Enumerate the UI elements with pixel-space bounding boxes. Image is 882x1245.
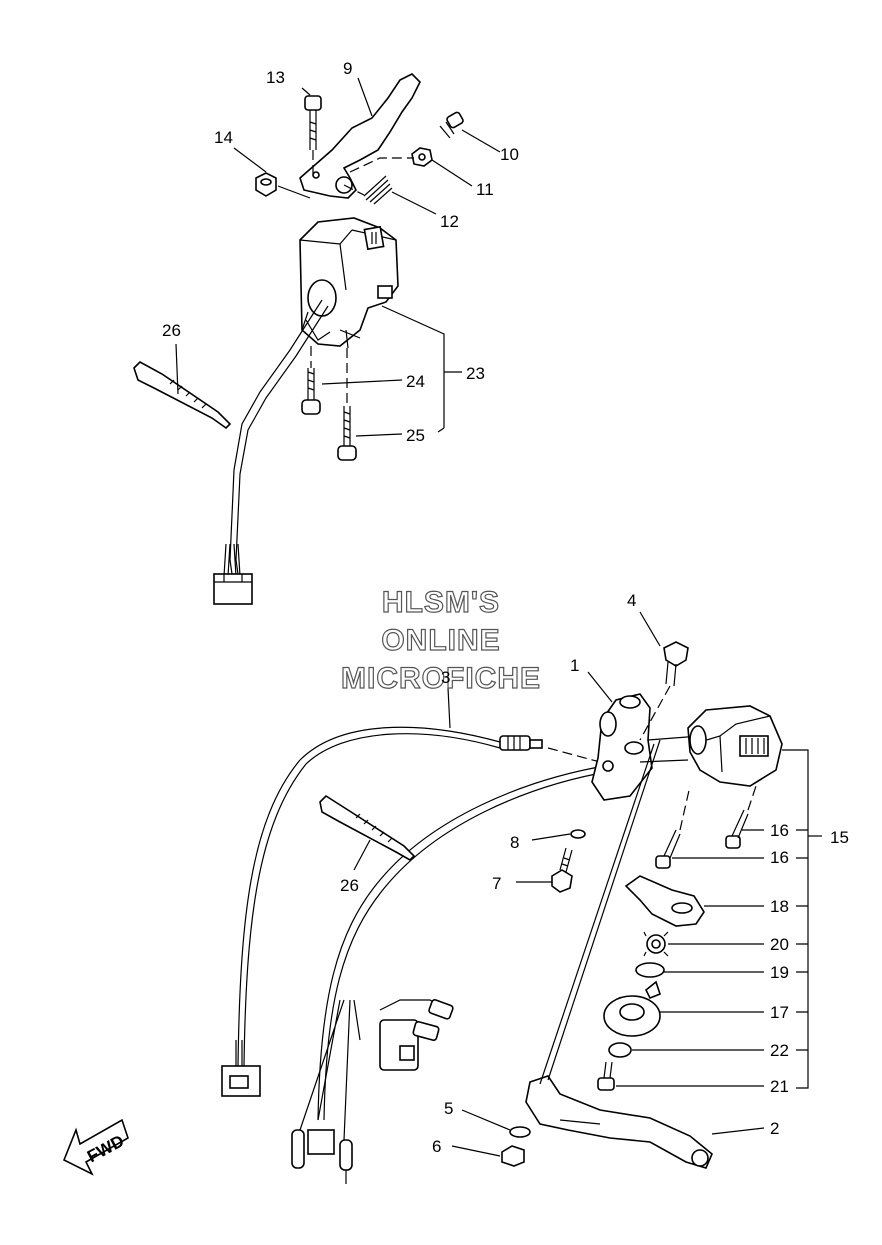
upper-assembly <box>133 73 501 605</box>
callout-8: 8 <box>510 833 519 852</box>
washer-19 <box>635 962 665 978</box>
watermark-line-3: MICROFICHE <box>341 662 541 695</box>
clutch-bracket-1 <box>591 693 701 801</box>
callout-24: 24 <box>406 372 425 391</box>
right-handlebar-switch-15 <box>639 705 783 787</box>
callout-14: 14 <box>214 128 233 147</box>
cable-tie-26-upper <box>133 361 232 430</box>
cable-tie-26-lower <box>319 794 416 861</box>
bolt-7 <box>551 847 573 893</box>
screw-25 <box>337 348 357 461</box>
callout-23: 23 <box>466 364 485 383</box>
screw-24 <box>301 346 321 415</box>
throttle-collar-17 <box>603 980 661 1037</box>
callout-21: 21 <box>770 1077 789 1096</box>
washer-8 <box>570 829 586 839</box>
callout-2: 2 <box>770 1119 779 1138</box>
screw-21 <box>597 1061 615 1091</box>
nut-6 <box>501 1145 525 1167</box>
callout-18: 18 <box>770 897 789 916</box>
callout-11: 11 <box>476 180 494 199</box>
watermark-line-2: ONLINE <box>381 624 500 657</box>
callout-6: 6 <box>432 1137 441 1156</box>
screw-16-b <box>655 785 691 869</box>
connector-lower-left <box>221 1040 261 1097</box>
lock-washer-20 <box>643 931 669 957</box>
callout-4: 4 <box>627 591 636 610</box>
connector-lower-right <box>379 999 454 1071</box>
callout-20: 20 <box>770 935 789 954</box>
callout-12: 12 <box>440 212 459 231</box>
callout-26-upper: 26 <box>162 321 181 340</box>
screw-16-a <box>725 785 757 849</box>
callout-19: 19 <box>770 963 789 982</box>
callout-13: 13 <box>266 68 285 87</box>
screw-10 <box>439 111 464 139</box>
o-ring-5 <box>509 1126 531 1138</box>
callout-10: 10 <box>500 145 519 164</box>
brake-lever-9 <box>299 73 421 199</box>
nut-11 <box>411 147 433 167</box>
left-handlebar-switch-23 <box>299 217 399 349</box>
callout-7: 7 <box>492 874 501 893</box>
spade-terminals <box>291 1129 353 1184</box>
bolt-4 <box>639 641 689 741</box>
callout-5: 5 <box>444 1099 453 1118</box>
watermark: HLSM'S ONLINE MICROFICHE <box>340 585 541 695</box>
throttle-housing-18 <box>624 875 705 927</box>
cable-end-3 <box>499 735 543 751</box>
washer-22 <box>608 1042 632 1058</box>
connector-upper <box>213 543 253 605</box>
lower-assembly: FWD <box>62 611 822 1184</box>
watermark-line-1: HLSM'S <box>382 586 500 619</box>
clutch-lever-2 <box>525 1075 713 1169</box>
nut-14 <box>255 172 311 199</box>
fwd-arrow-icon: FWD <box>62 1118 129 1176</box>
callout-16-a: 16 <box>770 821 789 840</box>
callout-16-b: 16 <box>770 848 789 867</box>
callout-9: 9 <box>343 59 352 78</box>
spring-12 <box>343 175 393 205</box>
callout-22: 22 <box>770 1041 789 1060</box>
callout-15: 15 <box>830 828 849 847</box>
callout-3: 3 <box>441 668 450 687</box>
callout-1: 1 <box>570 656 579 675</box>
callout-25: 25 <box>406 426 425 445</box>
bolt-13 <box>304 95 322 175</box>
callout-26-lower: 26 <box>340 876 359 895</box>
callouts: 13 9 14 10 11 12 26 23 24 25 4 1 3 8 7 2… <box>162 59 849 1156</box>
callout-17: 17 <box>770 1003 789 1022</box>
